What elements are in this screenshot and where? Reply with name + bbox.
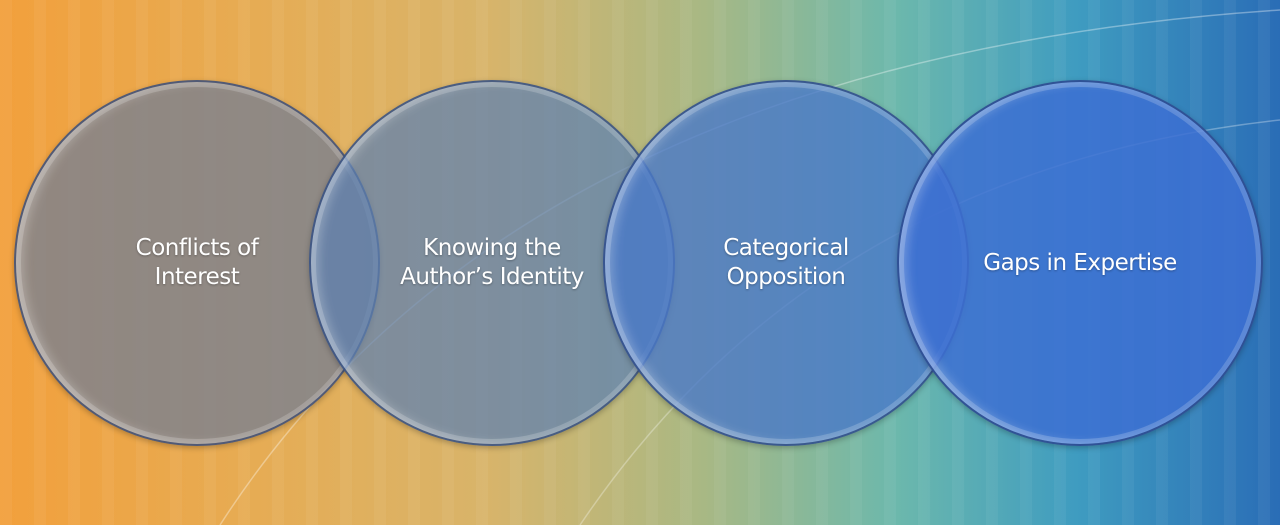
circle-gaps-in-expertise: Gaps in Expertise [897,80,1263,446]
circle-label: Knowing the Author’s Identity [400,235,584,290]
circle-label: Gaps in Expertise [983,249,1177,276]
circle-knowing-authors-identity: Knowing the Author’s Identity [309,80,675,446]
circle-label: Conflicts of Interest [135,235,259,290]
circle-conflicts-of-interest: Conflicts of Interest [14,80,380,446]
circle-label: Categorical Opposition [723,235,849,290]
